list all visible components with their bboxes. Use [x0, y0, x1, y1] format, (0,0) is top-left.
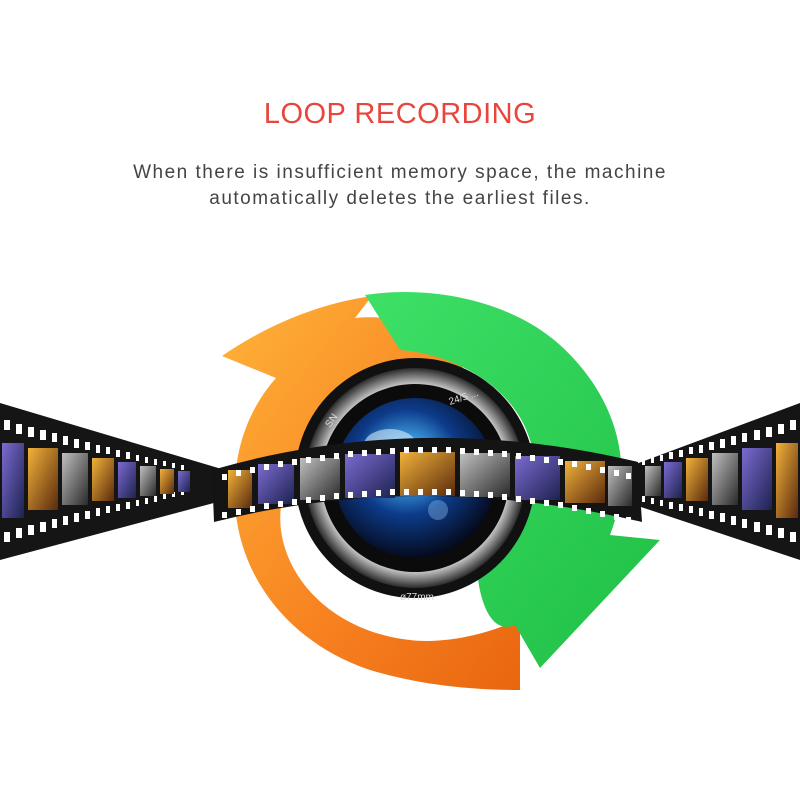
description-line-2: automatically deletes the earliest files… [209, 188, 591, 209]
green-loop-arrow [365, 292, 660, 668]
lens-bottom-marking: ø77mm [400, 592, 434, 603]
description: When there is insufficient memory space,… [0, 160, 800, 212]
film-strip-left [0, 403, 225, 560]
film-strip-icon [212, 437, 642, 523]
film-strip-right [620, 403, 800, 560]
description-line-1: When there is insufficient memory space,… [133, 162, 667, 183]
page-title: LOOP RECORDING [263, 98, 537, 130]
